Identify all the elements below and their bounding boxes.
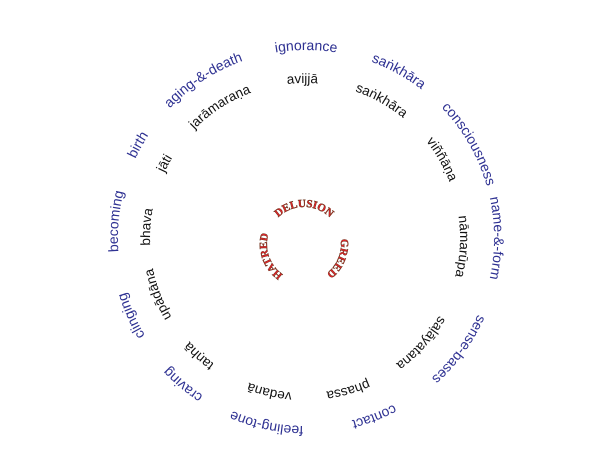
outer-ring: ignorancesaṅkhāraconsciousnessname-&-for… (105, 37, 507, 439)
root-poison-label: GREED (324, 239, 350, 280)
outer-link-text: birth (124, 128, 151, 160)
inner-link-text: saṅkhāra (354, 80, 411, 121)
outer-link-label: ignorance (273, 37, 338, 56)
outer-link-text: contact (351, 402, 400, 433)
outer-link-label: saṅkhāra (370, 49, 429, 92)
root-poison-text: DELUSION (272, 198, 336, 221)
outer-link-label: contact (351, 402, 400, 433)
inner-link-text: jāti (153, 152, 175, 176)
outer-link-text: saṅkhāra (370, 49, 429, 92)
inner-link-text: upādāna (141, 267, 174, 323)
outer-link-text: craving (159, 364, 205, 406)
inner-link-label: vedanā (244, 380, 292, 405)
outer-link-text: ignorance (273, 37, 338, 56)
root-poison-text: GREED (324, 239, 350, 281)
root-poison-label: HATRED (258, 232, 285, 281)
inner-link-label: jāti (153, 152, 175, 176)
inner-link-text: taṇhā (180, 339, 216, 374)
inner-link-label: bhava (138, 206, 156, 245)
inner-link-label: viññāṇa (424, 134, 461, 184)
outer-link-label: clinging (113, 291, 147, 342)
inner-link-text: nāmarūpa (452, 215, 472, 280)
outer-link-label: becoming (105, 189, 127, 253)
inner-link-text: viññāṇa (424, 134, 461, 184)
inner-link-label: phassa (325, 377, 372, 404)
inner-link-label: avijjā (286, 71, 319, 87)
inner-link-text: vedanā (244, 380, 292, 405)
outer-link-label: birth (124, 128, 151, 160)
outer-link-label: craving (159, 364, 205, 406)
inner-link-label: taṇhā (180, 339, 216, 374)
outer-link-label: name-&-form (487, 195, 507, 281)
outer-link-text: clinging (113, 291, 147, 342)
root-poison-text: HATRED (258, 232, 286, 282)
inner-link-text: bhava (138, 206, 156, 245)
inner-link-label: nāmarūpa (452, 215, 472, 280)
outer-link-text: feeling-tone (227, 408, 303, 439)
outer-link-label: feeling-tone (227, 408, 303, 439)
outer-link-text: name-&-form (487, 195, 507, 281)
center-ring: DELUSION GREED HATRED (258, 198, 351, 282)
inner-link-text: phassa (325, 377, 372, 404)
root-poison-label: DELUSION (272, 198, 335, 220)
inner-ring: avijjāsaṅkhāraviññāṇanāmarūpasaḷāyatanap… (138, 71, 472, 404)
inner-link-label: upādāna (141, 267, 174, 323)
outer-link-text: becoming (105, 189, 127, 253)
inner-link-text: avijjā (286, 71, 319, 87)
inner-link-label: saṅkhāra (354, 80, 411, 121)
